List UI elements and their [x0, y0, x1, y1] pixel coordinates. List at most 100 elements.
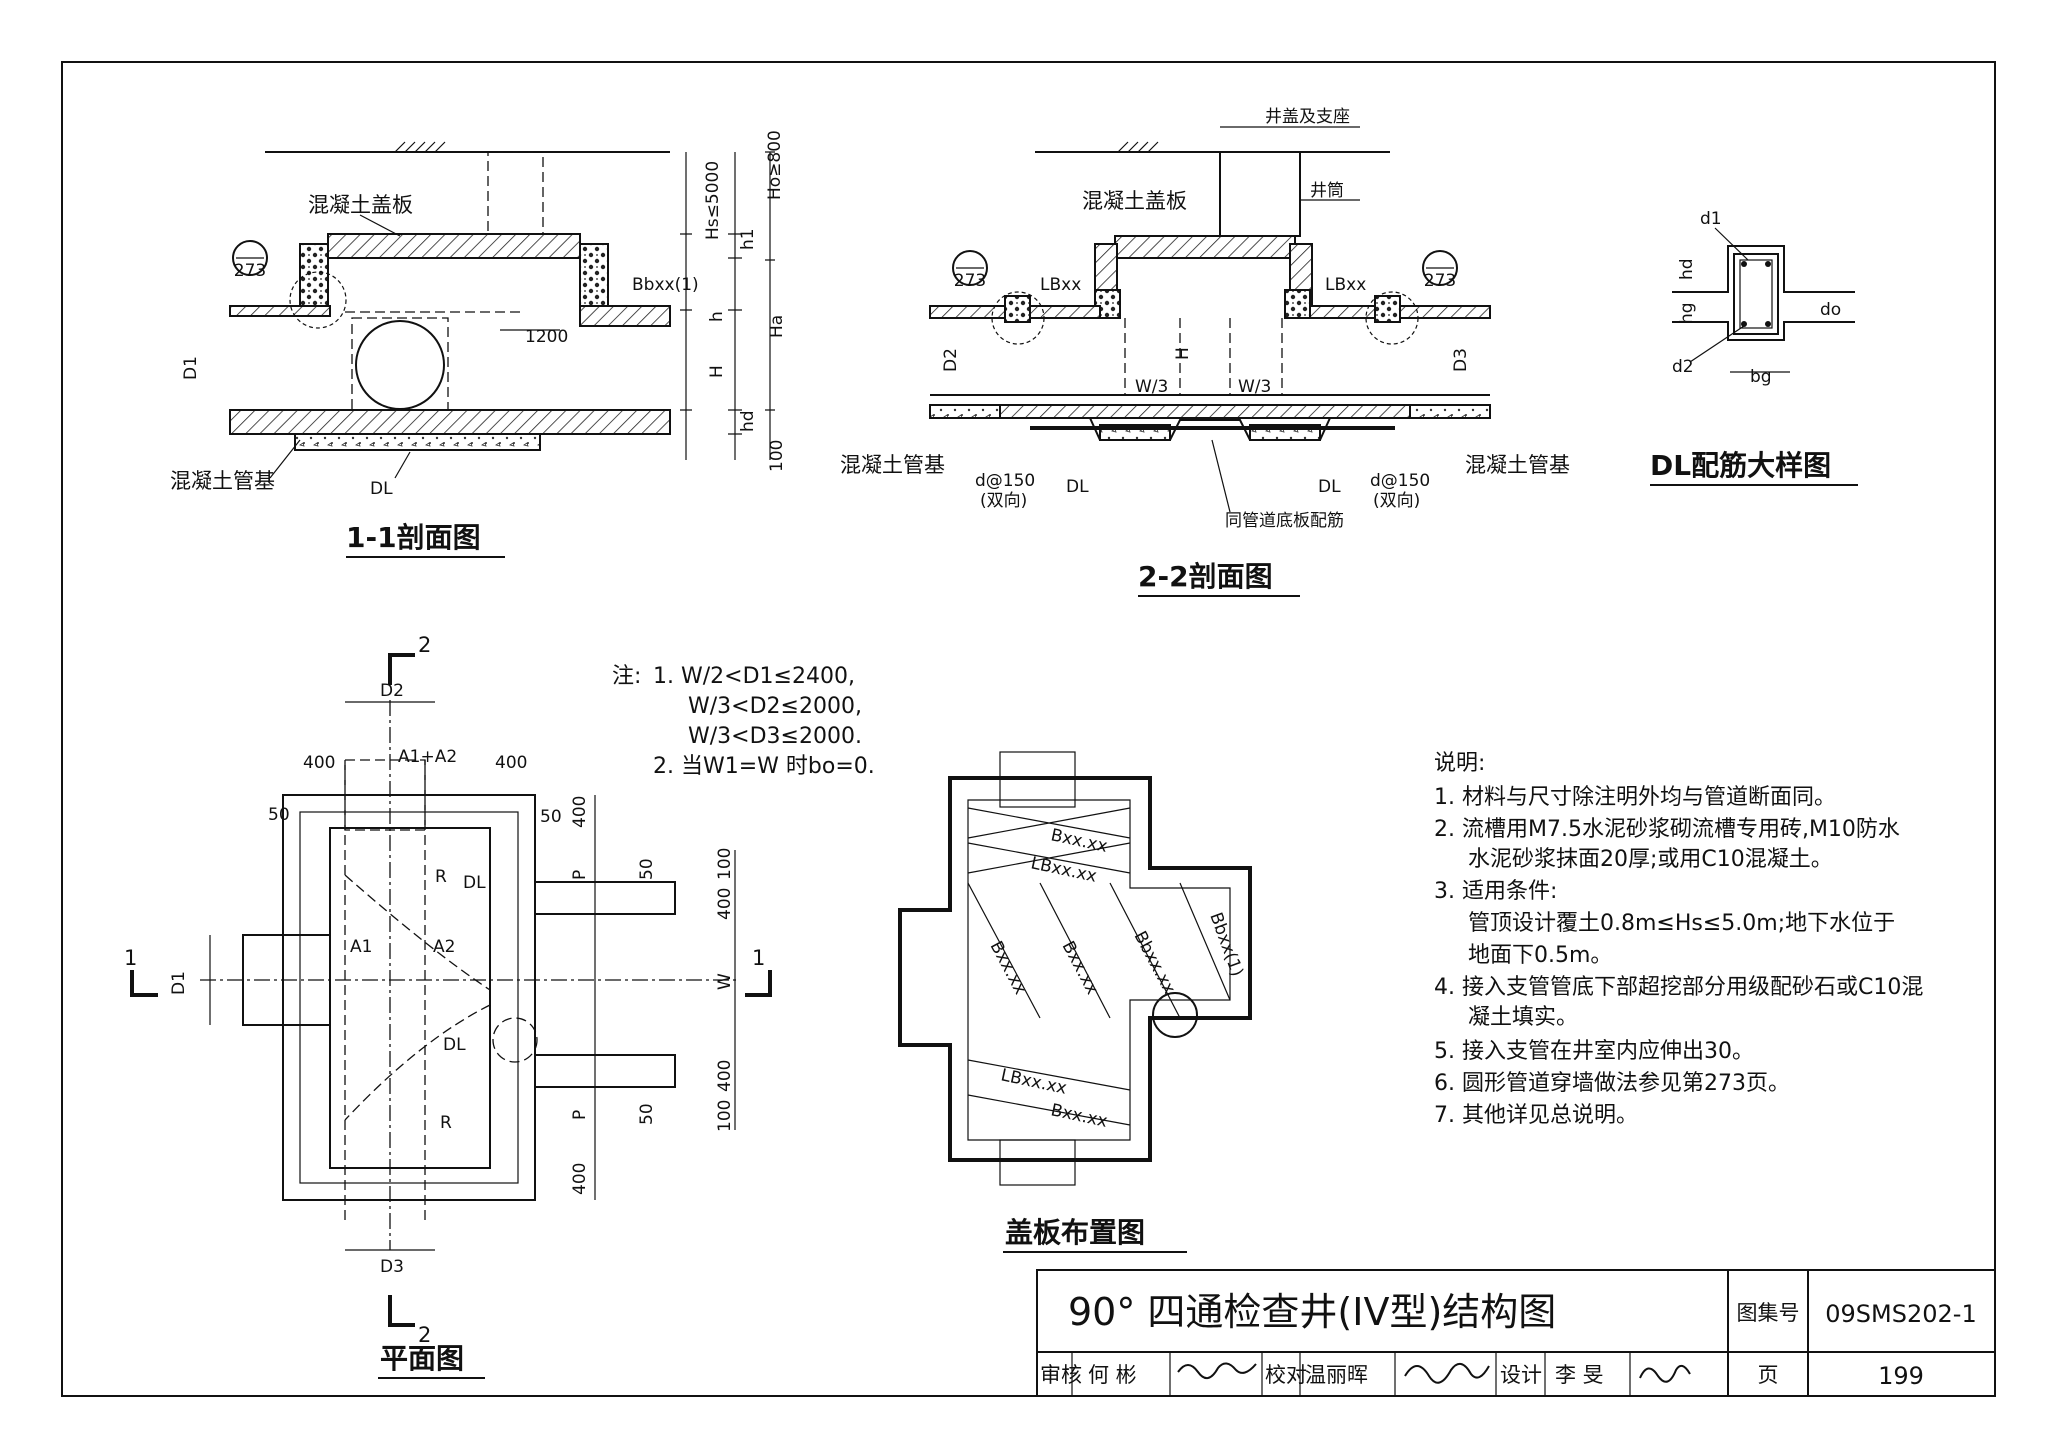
plan-p-top: P	[570, 870, 590, 880]
ref-273-left: 273	[954, 271, 986, 291]
plan-r-top: R	[435, 867, 447, 887]
plan-dim-100-b: 100	[715, 1100, 735, 1132]
same-rebar-label: 同管道底板配筋	[1225, 511, 1344, 531]
plan-dim-50-d: 50	[637, 1103, 657, 1125]
plan-a1: A1	[350, 937, 372, 957]
left-wall	[299, 243, 329, 313]
branch-pipe	[355, 320, 445, 410]
w3-left: W/3	[1135, 377, 1168, 397]
cover-lbxx-2: LBxx.xx	[999, 1065, 1068, 1098]
reviewer-signature	[1177, 1362, 1257, 1379]
w3-right: W/3	[1238, 377, 1271, 397]
base-label: 混凝土管基	[170, 469, 275, 493]
dim-100: 100	[767, 440, 787, 472]
plan-p-bottom: P	[570, 1110, 590, 1120]
outlet-pipe	[534, 881, 676, 915]
base-slab	[229, 409, 671, 435]
section-2-2-title: 2-2剖面图	[1138, 560, 1273, 593]
explain-line-7: 4. 接入支管管底下部超挖部分用级配砂石或C10混	[1434, 975, 1923, 1000]
cover-bxx-4: Bxx.xx	[1049, 1100, 1109, 1131]
dl-detail: d1 hd hg do d2 bg DL配筋大样图	[1650, 209, 1858, 486]
dl-right: DL	[1318, 477, 1341, 497]
explain-line-4: 3. 适用条件:	[1434, 879, 1557, 904]
plan-dl-top: DL	[463, 873, 486, 893]
dl-bg: bg	[1750, 367, 1772, 387]
note-block: 注: 1. W/2<D1≤2400, W/3<D2≤2000, W/3<D3≤2…	[612, 664, 875, 779]
plan-a2: A2	[433, 937, 455, 957]
plan-view: R DL R DL A1 A2 A1+A2 D2 D3 2 2 1 1 D1 4…	[124, 633, 772, 1379]
cover-lbxx-1: LBxx.xx	[1029, 853, 1098, 886]
two-way-left: (双向)	[980, 491, 1027, 511]
h-label: h	[707, 311, 727, 322]
designer-name: 李 旻	[1555, 1363, 1604, 1387]
dl-d2: d2	[1672, 357, 1694, 377]
plan-dim-50-c: 50	[637, 858, 657, 880]
h-label-2: H	[1173, 347, 1193, 360]
plan-outer-wall	[282, 794, 536, 1201]
design-label: 设计	[1500, 1363, 1542, 1387]
ref-273-right: 273	[1424, 271, 1456, 291]
section-mark-2-top: 2	[418, 633, 431, 657]
explain-line-11: 7. 其他详见总说明。	[1434, 1103, 1638, 1128]
plan-a1a2: A1+A2	[398, 747, 457, 767]
checker-signature	[1404, 1363, 1490, 1384]
explain-line-10: 6. 圆形管道穿墙做法参见第273页。	[1434, 1071, 1790, 1096]
plan-d2: D2	[380, 681, 404, 701]
reviewer-name: 何 彬	[1088, 1363, 1137, 1387]
dl-label: DL	[370, 479, 393, 499]
cover-layout: Bxx.xx LBxx.xx Bxx.xx Bxx.xx Bbxx.xx Bbx…	[898, 751, 1252, 1253]
cover-bbxx-1: Bbxx(1)	[1205, 910, 1247, 979]
atlas-no-label: 图集号	[1737, 1301, 1800, 1325]
plan-dim-400-e: 400	[715, 888, 735, 920]
rebar-right: d@150	[1370, 471, 1430, 491]
sheet-frame	[61, 61, 1996, 1397]
cover-seat-label: 井盖及支座	[1265, 107, 1350, 127]
lbxx-right: LBxx	[1325, 275, 1366, 295]
right-wall	[579, 243, 609, 313]
cover-bbxx: Bbxx.xx	[1130, 928, 1180, 998]
ho-label: Ho≥800	[765, 130, 785, 200]
dl-do: do	[1820, 300, 1841, 320]
explain-line-1: 1. 材料与尺寸除注明外均与管道断面同。	[1434, 785, 1836, 810]
plan-dim-400-b: 400	[495, 753, 527, 773]
plan-dim-400-a: 400	[303, 753, 335, 773]
plan-title: 平面图	[380, 1342, 464, 1375]
cover-bxx-3: Bxx.xx	[1058, 938, 1103, 998]
note-line-1: 1. W/2<D1≤2400,	[653, 664, 855, 689]
section-2-2: 井盖及支座 井筒 混凝土盖板 W/3 W/3 H LBxx LBxx	[840, 107, 1570, 597]
dl-hg: hg	[1677, 302, 1697, 324]
dl-detail-title: DL配筋大样图	[1650, 449, 1831, 482]
cover-label: 混凝土盖板	[308, 193, 413, 217]
plan-dl-bottom: DL	[443, 1035, 466, 1055]
hd-label: hd	[738, 410, 758, 432]
checker-name: 温丽晖	[1305, 1363, 1368, 1387]
dl-left: DL	[1066, 477, 1089, 497]
note-line-4: 2. 当W1=W 时bo=0.	[653, 754, 875, 779]
dl-hd: hd	[1677, 258, 1697, 280]
shaft-label: 井筒	[1310, 181, 1344, 201]
ref-273-label: 273	[234, 261, 266, 281]
page-label: 页	[1758, 1363, 1779, 1387]
title-block: 90° 四通检查井(IV型)结构图 图集号 09SMS202-1 页 199 审…	[1036, 1269, 1996, 1397]
dl-d1: d1	[1700, 209, 1722, 229]
explain-line-5: 管顶设计覆土0.8m≤Hs≤5.0m;地下水位于	[1468, 911, 1895, 936]
plan-w: W	[715, 973, 735, 990]
plan-d1: D1	[169, 971, 189, 995]
d2-label: D2	[941, 348, 961, 372]
two-way-right: (双向)	[1373, 491, 1420, 511]
cover-bxx-2: Bxx.xx	[986, 938, 1031, 998]
plan-dim-400-d: 400	[570, 1163, 590, 1195]
base-label-right: 混凝土管基	[1465, 453, 1570, 477]
d1-label: D1	[181, 356, 201, 380]
plan-dim-50-b: 50	[540, 807, 562, 827]
explain-line-9: 5. 接入支管在井室内应伸出30。	[1434, 1039, 1754, 1064]
designer-signature	[1639, 1364, 1691, 1383]
atlas-no: 09SMS202-1	[1825, 1300, 1976, 1328]
note-line-3: W/3<D3≤2000.	[688, 724, 862, 749]
note-line-2: W/3<D2≤2000,	[688, 694, 862, 719]
lbxx-left: LBxx	[1040, 275, 1081, 295]
ha-label: Ha	[767, 315, 787, 338]
plan-dim-100-a: 100	[715, 848, 735, 880]
section-mark-1-right: 1	[752, 946, 765, 970]
